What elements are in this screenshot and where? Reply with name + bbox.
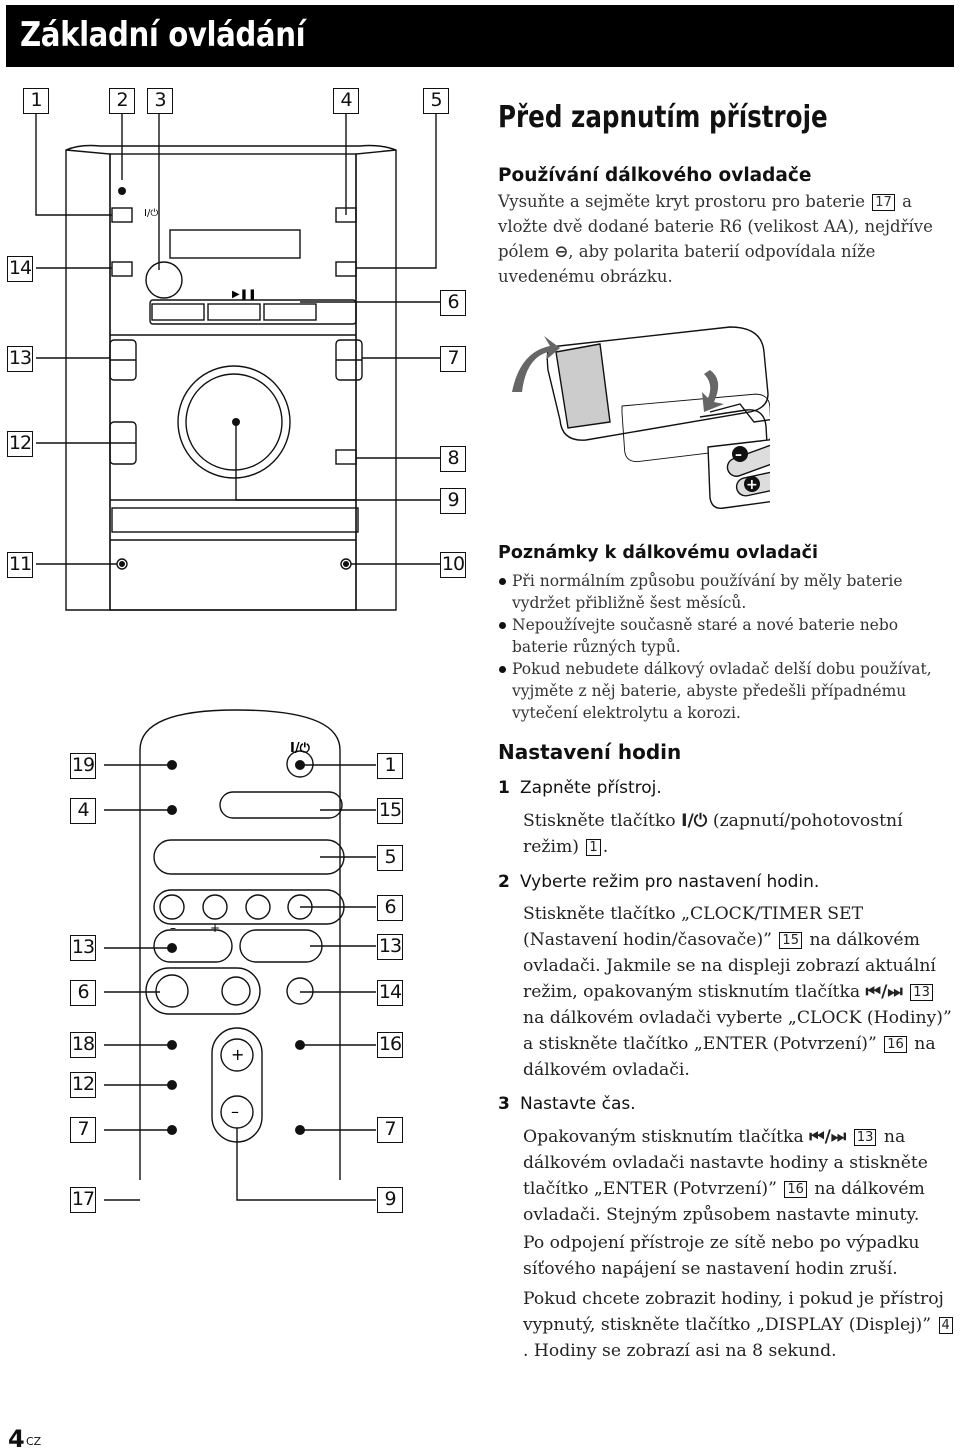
ref-16: 16 xyxy=(884,1036,907,1053)
remote-minus-label: – xyxy=(170,921,176,935)
ref-13: 13 xyxy=(853,1129,877,1146)
remote-callout-7-left: 7 xyxy=(70,1117,96,1143)
step-3-note: Po odpojení přístroje ze sítě nebo po vý… xyxy=(523,1233,920,1279)
step-1-text: Stiskněte tlačítko I/⏻ (zapnutí/pohotovo… xyxy=(523,811,903,857)
prev-next-icon: ⏮/⏭ xyxy=(809,1127,847,1147)
step-2-text: Stiskněte tlačítko „CLOCK/TIMER SET (Nas… xyxy=(523,904,952,1080)
ref-1: 1 xyxy=(586,839,601,856)
remote-callout-12: 12 xyxy=(70,1072,96,1098)
header-bar: Základní ovládání xyxy=(6,5,954,67)
unit-and-remote-drawing: I/⏻ ▶❚❚ I/⏻ – + + – xyxy=(35,110,440,1201)
power-icon: I/⏻ xyxy=(681,811,708,831)
callout-12: 12 xyxy=(7,431,33,457)
remote-callout-13-right: 13 xyxy=(377,934,403,960)
ref-16: 16 xyxy=(784,1181,807,1198)
ref-4: 4 xyxy=(938,1317,953,1334)
page-number: 4 xyxy=(8,1425,25,1453)
remote-usage-text: Vysuňte a sejměte kryt prostoru pro bate… xyxy=(498,192,933,286)
unit-display xyxy=(169,229,301,259)
callout-7: 7 xyxy=(440,346,466,372)
remote-usage-heading: Používání dálkového ovladače xyxy=(498,165,812,186)
callout-5: 5 xyxy=(423,88,449,114)
note-item: Při normálním způsobu používání by měly … xyxy=(498,570,958,614)
note-item: Pokud nebudete dálkový ovladač delší dob… xyxy=(498,658,958,724)
clock-setting-heading: Nastavení hodin xyxy=(498,740,682,764)
prev-next-icon: ⏮/⏭ xyxy=(865,982,903,1002)
remote-callout-6-right: 6 xyxy=(377,895,403,921)
remote-volume-minus-label: – xyxy=(231,1102,239,1121)
remote-callout-16: 16 xyxy=(377,1032,403,1058)
unit-volume-knob xyxy=(177,365,291,479)
note-item: Nepoužívejte současně staré a nové bater… xyxy=(498,614,958,658)
step-3-text: Opakovaným stisknutím tlačítka ⏮/⏭ 13 na… xyxy=(523,1127,928,1225)
callout-14: 14 xyxy=(7,256,33,282)
ref-15: 15 xyxy=(779,932,802,949)
remote-callout-19: 19 xyxy=(70,753,96,779)
device-diagrams: I/⏻ ▶❚❚ I/⏻ – + + – 1 2 3 4 5 14 6 13 7 … xyxy=(0,70,490,1250)
remote-callout-4: 4 xyxy=(70,798,96,824)
notes-heading: Poznámky k dálkovému ovladači xyxy=(498,543,818,563)
callout-3: 3 xyxy=(147,88,173,114)
svg-text:+: + xyxy=(746,477,758,493)
battery-insertion-illustration: – + + – xyxy=(512,326,770,509)
callout-6: 6 xyxy=(440,290,466,316)
callout-9: 9 xyxy=(440,488,466,514)
callout-11: 11 xyxy=(7,552,33,578)
callout-4: 4 xyxy=(333,88,359,114)
remote-callout-15: 15 xyxy=(377,798,403,824)
unit-power-label: I/⏻ xyxy=(144,208,158,219)
ref-17: 17 xyxy=(872,194,895,211)
callout-8: 8 xyxy=(440,446,466,472)
unit-play-pause-label: ▶❚❚ xyxy=(232,289,256,300)
minus-pole-icon: ⊖ xyxy=(554,242,569,261)
remote-callout-9: 9 xyxy=(377,1187,403,1213)
remote-callout-6-left: 6 xyxy=(70,980,96,1006)
svg-text:–: – xyxy=(735,447,742,463)
remote-power-label: I/⏻ xyxy=(290,741,311,756)
page-language: CZ xyxy=(26,1435,42,1448)
remote-volume-plus-label: + xyxy=(231,1045,244,1064)
remote-callout-13-left: 13 xyxy=(70,935,96,961)
remote-callout-17: 17 xyxy=(70,1187,96,1213)
remote-callout-7-right: 7 xyxy=(377,1117,403,1143)
page-title: Základní ovládání xyxy=(20,15,306,55)
callout-2: 2 xyxy=(109,88,135,114)
remote-callout-5: 5 xyxy=(377,845,403,871)
remote-callout-14: 14 xyxy=(377,980,403,1006)
callout-1: 1 xyxy=(23,88,49,114)
notes-list: Při normálním způsobu používání by měly … xyxy=(498,570,958,724)
ref-13: 13 xyxy=(910,984,933,1001)
before-power-on-section: Před zapnutím přístroje Používání dálkov… xyxy=(498,100,958,289)
callout-10: 10 xyxy=(440,552,466,578)
remote-callout-1: 1 xyxy=(377,753,403,779)
remote-callout-18: 18 xyxy=(70,1032,96,1058)
step-3-display-note: Pokud chcete zobrazit hodiny, i pokud je… xyxy=(523,1286,955,1364)
remote-plus-label: + xyxy=(210,921,220,935)
section-title: Před zapnutím přístroje xyxy=(498,100,828,135)
callout-13: 13 xyxy=(7,346,33,372)
remote-body xyxy=(139,709,341,1180)
